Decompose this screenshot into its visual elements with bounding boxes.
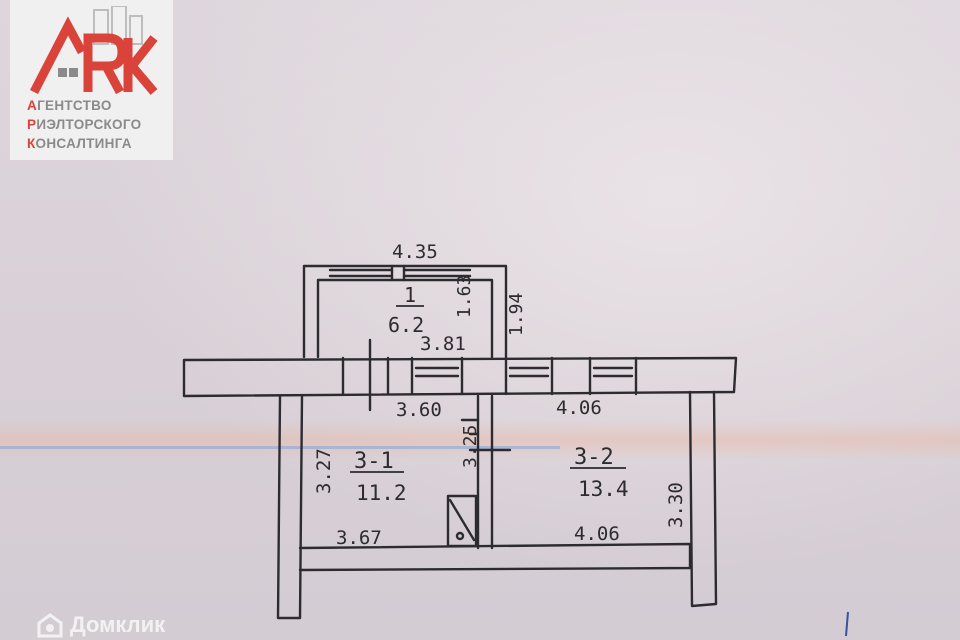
domclick-watermark: Домклик	[36, 612, 165, 638]
room-1-id: 1	[404, 283, 416, 307]
dim-room32-top-width: 4.06	[556, 397, 602, 419]
room-3-2-id: 3-2	[574, 445, 614, 470]
ink-mark	[845, 611, 849, 637]
dim-room31-left-height: 3.27	[313, 448, 335, 494]
dim-room1-bottom-width: 3.81	[420, 333, 466, 355]
dim-room1-outer-height: 1.94	[506, 293, 527, 336]
agency-name: АГЕНТСТВО РИЭЛТОРСКОГО КОНСАЛТИНГА	[27, 98, 142, 151]
lower-floor-wall	[298, 542, 692, 572]
dim-room31-bottom-width: 3.67	[336, 527, 382, 549]
room-3-1-id: 3-1	[354, 449, 394, 474]
lower-left-wall	[276, 394, 304, 620]
dim-room32-right-height: 3.30	[665, 482, 687, 528]
dim-room31-partition-height: 3.25	[460, 425, 481, 468]
dim-top-width: 4.35	[392, 241, 438, 263]
dim-room32-bottom-width: 4.06	[574, 523, 620, 545]
room-3-2-area: 13.4	[578, 477, 629, 501]
room-1-area: 6.2	[388, 313, 424, 337]
lower-right-wall	[688, 390, 718, 608]
domclick-text: Домклик	[70, 612, 166, 637]
partition-wall	[476, 394, 494, 550]
dim-room31-top-width: 3.60	[396, 399, 442, 421]
dim-room1-inner-height: 1.63	[454, 275, 475, 318]
paper-fold-shadow	[0, 420, 960, 460]
domclick-house-icon	[37, 613, 63, 638]
ark-logo-icon	[29, 6, 158, 95]
corridor-wall-band	[182, 356, 738, 398]
agency-logo: АГЕНТСТВО РИЭЛТОРСКОГО КОНСАЛТИНГА	[10, 0, 173, 160]
room-3-1-area: 11.2	[356, 481, 407, 505]
stove-fixture	[446, 494, 478, 548]
